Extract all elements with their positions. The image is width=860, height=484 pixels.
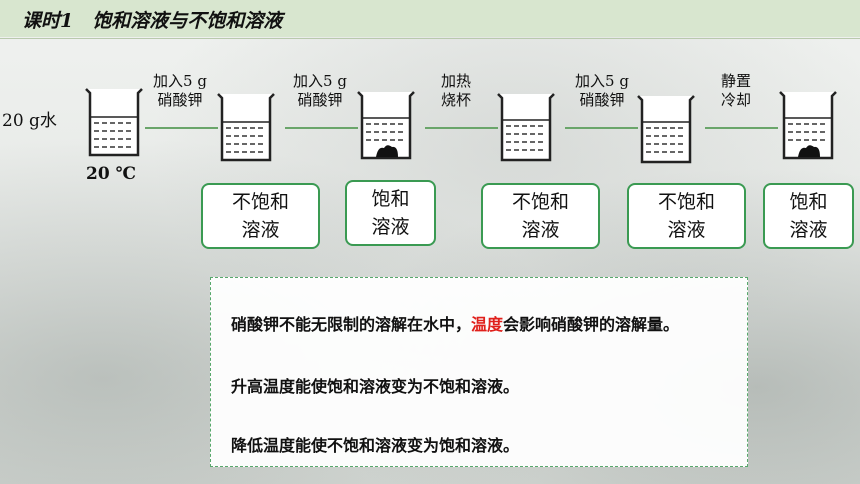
state-box-unsaturated: 不饱和 溶液 — [481, 183, 600, 249]
connector-line — [145, 127, 218, 129]
conclusion-box: 硝酸钾不能无限制的溶解在水中，温度会影响硝酸钾的溶解量。 升高温度能使饱和溶液变… — [210, 277, 748, 467]
step-label: 加入5 g 硝酸钾 — [575, 72, 629, 109]
state-box-unsaturated: 不饱和 溶液 — [627, 183, 746, 249]
beaker-icon — [217, 93, 275, 162]
beaker-icon — [85, 88, 143, 157]
step-label: 加热 烧杯 — [440, 72, 471, 109]
connector-line — [285, 127, 358, 129]
conclusion-line-3: 降低温度能使不饱和溶液变为饱和溶液。 — [231, 436, 520, 455]
header-bar: 课时1 饱和溶液与不饱和溶液 — [0, 0, 860, 37]
precipitate-icon — [798, 145, 820, 157]
state-box-saturated: 饱和 溶液 — [763, 183, 854, 249]
step-label: 静置 冷却 — [720, 72, 751, 109]
conclusion-line-1: 硝酸钾不能无限制的溶解在水中，温度会影响硝酸钾的溶解量。 — [231, 315, 680, 334]
step-label: 加入5 g 硝酸钾 — [153, 72, 207, 109]
beaker-icon — [357, 91, 415, 160]
beaker-icon — [497, 93, 555, 162]
state-box-unsaturated: 不饱和 溶液 — [201, 183, 320, 249]
connector-line — [425, 127, 498, 129]
connector-line — [565, 127, 638, 129]
temperature-label: 20 ℃ — [86, 164, 136, 184]
highlight-temperature: 温度 — [471, 315, 504, 334]
header-divider — [0, 38, 860, 39]
connector-line — [705, 127, 778, 129]
step-label: 加入5 g 硝酸钾 — [293, 72, 347, 109]
page-title: 课时1 饱和溶液与不饱和溶液 — [22, 10, 283, 32]
conclusion-line-2: 升高温度能使饱和溶液变为不饱和溶液。 — [231, 377, 520, 396]
beaker-icon — [637, 95, 695, 164]
beaker-icon — [779, 91, 837, 160]
state-box-saturated: 饱和 溶液 — [345, 180, 436, 246]
precipitate-icon — [376, 145, 398, 157]
water-label: 20 g水 — [2, 111, 57, 131]
